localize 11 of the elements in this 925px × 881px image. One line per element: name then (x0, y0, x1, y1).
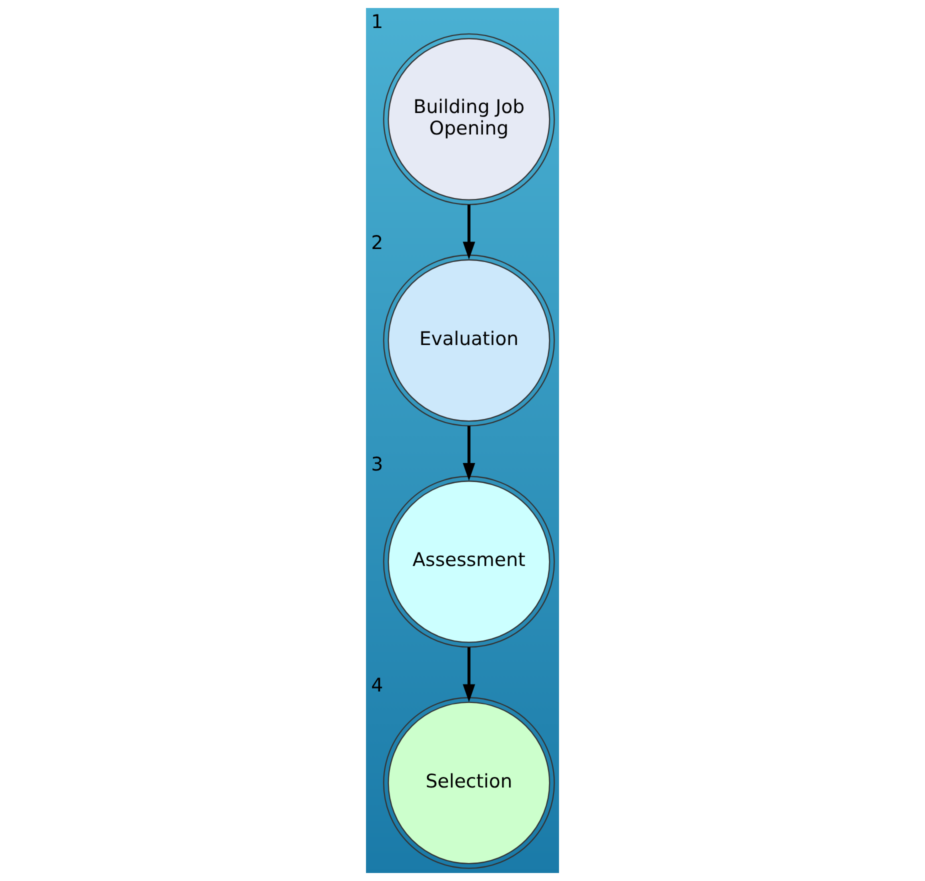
node-circle: Evaluation (383, 254, 555, 426)
node-circle: Selection (383, 697, 555, 869)
node-label: 4 (371, 676, 384, 697)
arrow (462, 426, 476, 481)
node-label: 3 (371, 454, 384, 476)
node-label: 2 (371, 233, 384, 254)
node-label: 1 (371, 12, 384, 33)
arrow (462, 647, 476, 702)
node-circle: Assessment (383, 476, 555, 648)
node-circle: Building Job Opening (383, 33, 555, 206)
arrow (462, 204, 476, 260)
